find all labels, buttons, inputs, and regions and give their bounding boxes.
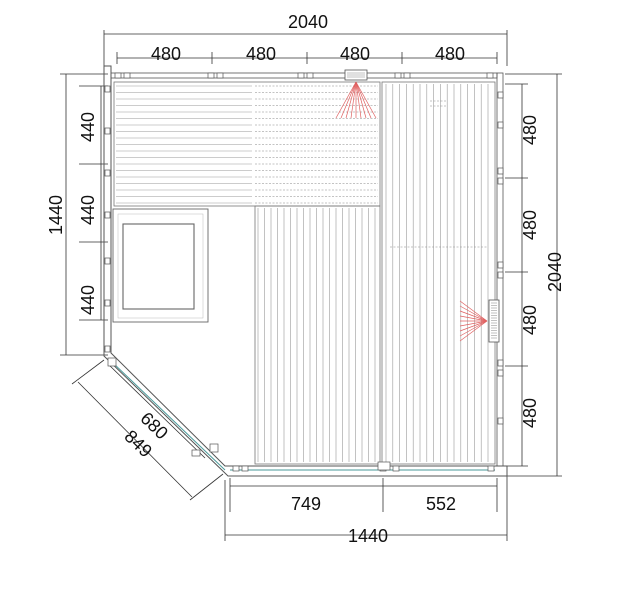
top-segment-dimensions: 480 480 480 480: [116, 44, 498, 64]
bottom-total-label: 1440: [348, 526, 388, 546]
fixture-bracket: [104, 299, 111, 307]
fixture-bracket: [104, 127, 111, 135]
fixture-bracket: [497, 369, 504, 377]
heat-ray: [459, 305, 488, 322]
fixture-bracket: [497, 177, 504, 185]
left-segment-dimensions: 440 440 440: [78, 85, 108, 321]
fixture-bracket: [216, 72, 224, 79]
fixture-bracket: [297, 72, 305, 79]
fixture-bracket: [123, 72, 131, 79]
left-segment-2-label: 440: [78, 195, 98, 225]
fixture-bracket: [232, 465, 240, 472]
bottom-segment-dimensions: 749 552: [229, 478, 498, 514]
left-segment-3-label: 440: [78, 285, 98, 315]
fixture-bracket: [497, 121, 504, 129]
heater-top: [335, 69, 377, 119]
fixture-bracket: [104, 211, 111, 219]
heat-ray: [355, 81, 372, 119]
heat-ray: [459, 320, 488, 327]
right-bench: [381, 81, 496, 465]
fixture-bracket: [497, 91, 504, 99]
bottom-segment-1-label: 749: [291, 494, 321, 514]
left-total-dimension: 1440: [46, 73, 108, 356]
heater-right: [459, 299, 500, 343]
right-segment-dimensions: 480 480 480 480: [505, 83, 540, 467]
right-segment-2-label: 480: [520, 210, 540, 240]
heat-ray: [459, 300, 488, 322]
wall-fixtures: [104, 72, 504, 472]
heat-ray: [355, 81, 377, 119]
right-segment-1-label: 480: [520, 115, 540, 145]
fixture-bracket: [392, 465, 400, 472]
left-total-label: 1440: [46, 195, 66, 235]
fixture-bracket: [114, 72, 122, 79]
fixture-bracket: [497, 417, 504, 425]
top-segment-1-label: 480: [151, 44, 181, 64]
fixture-bracket: [497, 359, 504, 367]
right-total-dimension: 2040: [505, 73, 565, 477]
top-total-label: 2040: [288, 12, 328, 32]
right-total-label: 2040: [545, 252, 565, 292]
fixture-bracket: [394, 72, 402, 79]
heat-ray: [459, 320, 488, 337]
heat-ray: [350, 81, 357, 119]
fixture-bracket: [104, 85, 111, 93]
right-segment-3-label: 480: [520, 305, 540, 335]
heat-ray: [355, 81, 367, 119]
right-segment-4-label: 480: [520, 398, 540, 428]
bottom-segment-2-label: 552: [426, 494, 456, 514]
fixture-bracket: [104, 345, 111, 353]
diagonal-dimensions: 680 849: [71, 359, 224, 501]
left-segment-1-label: 440: [78, 112, 98, 142]
fixture-bracket: [241, 465, 249, 472]
top-total-dimension: 2040: [103, 12, 508, 66]
heat-ray: [335, 81, 357, 119]
heat-ray: [459, 320, 488, 332]
fixture-bracket: [207, 72, 215, 79]
door-hinge-upper: [107, 357, 117, 367]
heat-ray: [459, 315, 488, 322]
fixture-bracket: [486, 72, 494, 79]
top-segment-3-label: 480: [340, 44, 370, 64]
fixture-bracket: [487, 465, 495, 472]
fixture-bracket: [403, 72, 411, 79]
top-segment-4-label: 480: [435, 44, 465, 64]
window: [112, 208, 209, 323]
fixture-bracket: [306, 72, 314, 79]
lower-bench: [254, 205, 381, 465]
heat-ray: [345, 81, 357, 119]
fixture-bracket: [497, 271, 504, 279]
upper-bench: [113, 81, 381, 207]
heat-ray: [340, 81, 357, 119]
heat-ray: [355, 81, 362, 119]
bottom-total-dimension: 1440: [224, 476, 508, 546]
top-segment-2-label: 480: [246, 44, 276, 64]
bottom-joint: [377, 461, 391, 471]
room-outline: [103, 65, 508, 477]
fixture-bracket: [104, 257, 111, 265]
heat-ray: [459, 320, 488, 342]
door-hinge-lower: [191, 443, 219, 457]
fixture-bracket: [497, 261, 504, 269]
heat-ray: [459, 310, 488, 322]
fixture-bracket: [497, 167, 504, 175]
fixture-bracket: [104, 169, 111, 177]
